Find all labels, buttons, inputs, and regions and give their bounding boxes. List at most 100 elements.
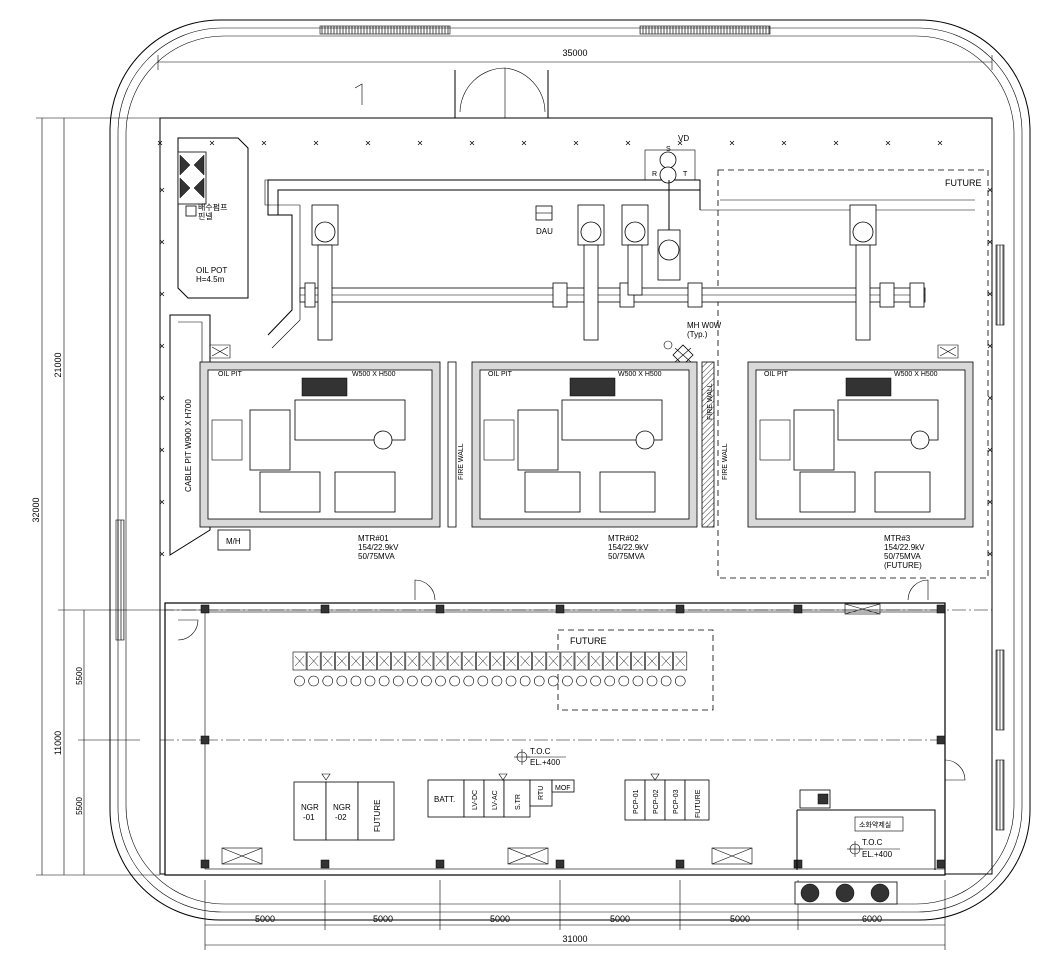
mtr1-id: MTR#01 (358, 534, 389, 543)
fence-post-marker (159, 395, 165, 401)
transformer-bay-3: OIL PIT W500 X H500 MTR#3 154/22.9kV 50/… (747, 361, 974, 570)
fence-post-marker (987, 187, 993, 193)
switchgear-breaker-symbol (364, 675, 376, 687)
svg-text:M/H: M/H (226, 537, 241, 546)
dim-bay: 5000 (730, 914, 750, 924)
fire-wall-1: FIRE WALL (447, 361, 465, 528)
dimension-top: 35000 (157, 48, 993, 70)
svg-text:OIL PIT: OIL PIT (488, 371, 513, 378)
svg-text:T.O.C: T.O.C (530, 747, 551, 756)
mh-box: M/H (209, 344, 959, 551)
vd-label: VD (678, 134, 689, 143)
ngr-02-label: NGR-02 (333, 803, 351, 822)
fence-post-marker (159, 343, 165, 349)
svg-text:W500 X H500: W500 X H500 (618, 371, 662, 378)
fence-posts (157, 140, 993, 557)
svg-text:핀넬: 핀넬 (198, 212, 213, 221)
ngr-01-label: NGR-01 (301, 803, 319, 822)
toc-marker-1: T.O.C EL.+400 (514, 747, 566, 767)
switchgear-breaker-symbol (590, 675, 601, 687)
fence-post-marker (781, 140, 787, 146)
dimension-bottom: 5000 5000 5000 5000 5000 6000 31000 (204, 880, 946, 950)
fence-post-marker (313, 140, 319, 146)
fence-post-marker (987, 291, 993, 297)
fence-post-marker (987, 239, 993, 245)
mtr3-voltage: 154/22.9kV (884, 543, 925, 552)
ngr-future-label: FUTURE (373, 800, 382, 832)
site-boundary (109, 19, 1031, 921)
switchgear-breaker-symbol (632, 675, 644, 687)
dim-left-total: 32000 (31, 497, 41, 522)
dim-bay: 5000 (490, 914, 510, 924)
switchgear-breaker-symbol (378, 675, 390, 687)
fence-post-marker (987, 499, 993, 505)
svg-text:(Typ.): (Typ.) (687, 330, 708, 339)
switchgear-breaker-symbol (533, 675, 545, 687)
fence-post-marker (261, 140, 267, 146)
svg-text:OIL PIT: OIL PIT (218, 371, 243, 378)
fence-post-marker (159, 291, 165, 297)
dim-bay: 5000 (610, 914, 630, 924)
extinguisher-room-label: 소화약제실 (859, 820, 891, 829)
fence-post-marker (159, 551, 165, 557)
fence-post-marker (159, 447, 165, 453)
switchgear-breaker-symbol (477, 675, 489, 687)
switchgear-breaker-symbol (505, 675, 517, 687)
dim-bay: 5000 (373, 914, 393, 924)
fire-wall-2: FIRE WALL FIRE WALL (701, 361, 729, 528)
svg-text:T: T (683, 171, 688, 178)
svg-text:W500 X H500: W500 X H500 (352, 371, 396, 378)
fence-post-marker (987, 343, 993, 349)
transformer-bay-2: OIL PIT W500 X H500 MTR#02 154/22.9kV 50… (471, 361, 698, 561)
switchgear-breaker-symbol (562, 675, 573, 687)
switchgear-breaker-symbol (435, 675, 446, 687)
fence-post-marker (417, 140, 423, 146)
rtu-label: RTU (538, 786, 545, 800)
cable-pit-label: CABLE PIT W900 X H700 (184, 399, 193, 492)
vent-grille (639, 25, 771, 35)
switchgear-breaker-symbol (392, 675, 404, 687)
dim-bottom-total: 31000 (562, 934, 587, 944)
svg-text:EL.+400: EL.+400 (862, 850, 893, 859)
switchgear-breaker-symbol (336, 675, 348, 687)
fence-post-marker (521, 140, 527, 146)
switchgear-breaker-symbol (604, 675, 616, 687)
switchgear-breaker-symbol (674, 675, 686, 687)
switchgear-lineup (292, 651, 688, 687)
switchgear-breaker-symbol (618, 675, 630, 687)
switchgear-breaker-symbol (646, 675, 658, 687)
fence-post-marker (677, 140, 683, 146)
fence-post-marker (469, 140, 475, 146)
svg-text:W500 X H500: W500 X H500 (894, 371, 938, 378)
pcp-01-label: PCP-01 (633, 789, 640, 814)
mtr2-id: MTR#02 (608, 534, 639, 543)
switchgear-breaker-symbol (519, 675, 531, 687)
svg-text:FIRE WALL: FIRE WALL (458, 443, 465, 480)
mtr2-capacity: 50/75MVA (608, 552, 645, 561)
incoming-gantry: VD S R T (644, 134, 696, 281)
switchgear-breaker-symbol (350, 675, 362, 687)
mtr2-voltage: 154/22.9kV (608, 543, 649, 552)
busbar (299, 282, 926, 308)
fence-post-marker (573, 140, 579, 146)
pcp-02-label: PCP-02 (653, 789, 660, 814)
batt-label: BATT. (434, 795, 455, 804)
fence-post-marker (625, 140, 631, 146)
switchgear-breaker-symbol (308, 675, 319, 687)
switchgear-breaker-symbol (548, 675, 559, 687)
switchgear-breaker-symbol (576, 675, 587, 687)
dim-bay: 5000 (255, 914, 275, 924)
dim-left-bay: 5500 (75, 667, 84, 685)
dimension-left: 32000 21000 11000 5500 5500 (31, 117, 160, 876)
pcp-panels: PCP-01 PCP-02 PCP-03 FUTURE (624, 773, 710, 821)
fence-post-marker (157, 140, 163, 146)
fence-post-marker (987, 447, 993, 453)
svg-text:T.O.C: T.O.C (862, 838, 883, 847)
fence-post-marker (159, 239, 165, 245)
exhaust-fans (221, 847, 753, 865)
switchgear-breaker-symbol (407, 675, 418, 687)
fence-post-marker (885, 140, 891, 146)
main-gate (354, 67, 549, 118)
lv-ac-label: LV-AC (492, 790, 499, 810)
